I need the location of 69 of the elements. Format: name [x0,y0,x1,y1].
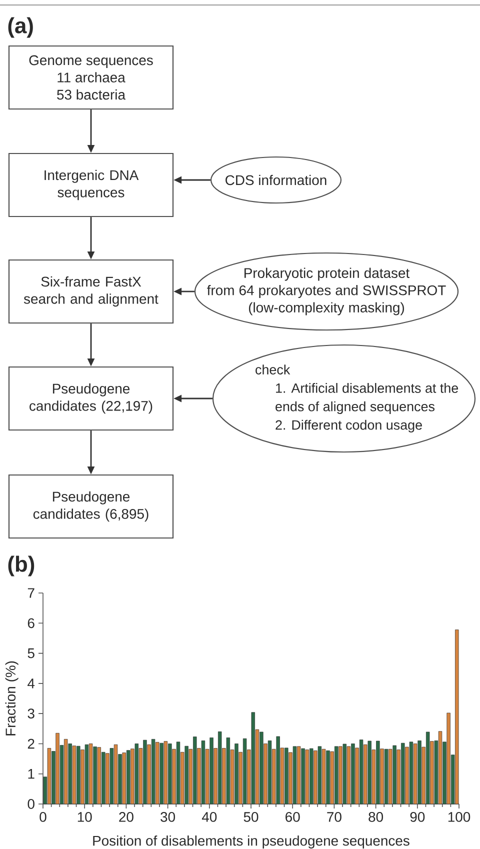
bar [93,746,97,804]
bar [338,746,342,804]
bar [418,740,422,804]
bar [156,742,160,804]
bar [314,750,318,804]
y-tick-label: 0 [28,799,34,809]
y-axis-title: Fraction (%) [5,661,18,736]
x-tick-label: 50 [244,812,258,822]
bar [110,748,114,804]
process-box: Pseudogene candidates (6,895) [8,474,174,539]
bar [47,748,52,804]
x-tick-label: 100 [448,812,470,822]
bar [342,744,346,804]
x-tick-label: 60 [286,812,300,822]
bar [301,748,305,804]
x-tick-label: 70 [327,812,342,822]
bar [326,750,330,804]
y-tick-label: 1 [28,769,34,779]
bar [184,746,188,804]
bar [176,742,180,804]
bar [88,744,93,804]
x-tick-label: 90 [410,812,425,822]
bar [64,739,68,804]
bar [276,736,280,804]
y-tick-label: 7 [28,588,34,598]
x-tick-label: 0 [40,812,46,822]
x-tick-label: 20 [119,812,134,822]
bar [251,712,255,804]
bar [384,748,388,804]
bar [201,740,206,804]
y-tick-label: 6 [28,618,34,628]
bar [388,748,392,804]
bar [296,746,301,804]
bar [151,739,156,804]
bar [226,738,230,804]
process-box: Six-frame FastX search and alignment [8,259,174,324]
bar [322,748,326,804]
y-tick-label: 3 [28,708,34,719]
bar [84,744,89,804]
x-axis-title: Position of disablements in pseudogene sequences [93,835,410,848]
bar [268,740,272,804]
bar [455,630,459,804]
x-tick-label: 80 [368,812,384,822]
bar [334,746,338,804]
bar [413,744,418,804]
bar [346,746,351,804]
bar [160,742,164,804]
bar [210,738,214,804]
process-box: Genome sequences 11 archaea 53 bacteria [8,45,174,110]
bar [242,738,247,804]
x-tick-label: 30 [160,812,176,822]
bar [368,740,372,804]
y-tick-label: 4 [28,678,35,688]
y-tick-label: 2 [28,738,34,749]
process-box: Pseudogene candidates (22,197) [8,366,174,431]
bar [359,740,364,804]
bar [409,742,414,804]
bar [292,746,297,804]
bar [318,746,322,804]
bar [126,750,130,804]
bar [134,744,138,804]
bar [114,744,118,804]
y-tick-label: 5 [28,648,34,658]
bar [438,731,442,804]
x-tick-label: 10 [78,812,92,822]
bar [392,745,396,804]
bar [164,741,168,804]
process-box: Intergenic DNA sequences [8,152,174,218]
x-tick-label: 40 [202,812,217,822]
